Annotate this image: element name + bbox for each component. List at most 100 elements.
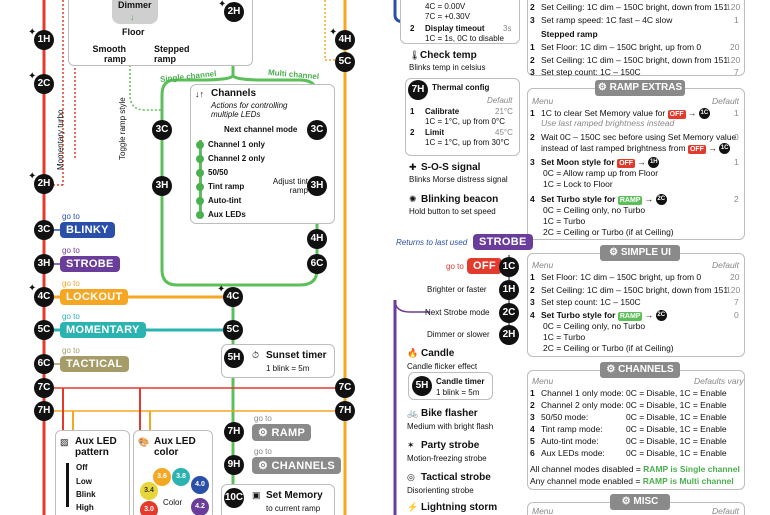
node-5c-right[interactable]: 5C (335, 52, 355, 72)
blinky-button[interactable]: BLINKY (60, 222, 115, 238)
voltage-row: 4C = 0.00V (425, 2, 466, 11)
node-2h-left[interactable]: 2H (34, 174, 54, 194)
node-7c-left[interactable]: 7C (34, 378, 54, 398)
menu-col-label: Menu (532, 376, 554, 386)
node-6c-tactical[interactable]: 6C (34, 354, 54, 374)
config-row-val: 0 (734, 132, 739, 142)
bike-title: Bike flasher (421, 408, 478, 419)
node-2c-strobe[interactable]: 2C (499, 303, 519, 323)
config-row-text: Set Ceiling: 1C dim – 150C bright, down … (541, 55, 729, 65)
node-10c-center[interactable]: 10C (224, 488, 244, 508)
beacon-detail: Hold button to set speed (409, 207, 496, 216)
off-button[interactable]: OFF (467, 258, 502, 274)
config-row-num: 3 (530, 15, 535, 25)
toggle-ramp-style-label: Toggle ramp style (118, 97, 127, 160)
node-7c-right[interactable]: 7C (335, 378, 355, 398)
node-5h-center[interactable]: 5H (224, 348, 244, 368)
strobe-button[interactable]: STROBE (60, 256, 120, 272)
node-6c-channels[interactable]: 6C (307, 254, 327, 274)
stepped-ramp-label: Stepped ramp (154, 44, 190, 64)
node-2h-strobe[interactable]: 2H (499, 325, 519, 345)
node-1c-strobe[interactable]: 1C (499, 257, 519, 277)
config-row-text: Channel 2 only mode: (541, 400, 624, 410)
brighter-label: Brighter or faster (427, 285, 487, 294)
config-row-num: 3 (530, 297, 535, 307)
config-row-val: 7 (734, 297, 739, 307)
node-2h-top[interactable]: 2H (224, 2, 244, 22)
node-4c-center[interactable]: 4C (223, 287, 243, 307)
node-3c-channels[interactable]: 3C (307, 120, 327, 140)
party-title: Party strobe (421, 440, 480, 451)
ramp-shape (112, 0, 158, 24)
node-7h-thermal[interactable]: 7H (408, 80, 428, 100)
node-4h-right[interactable]: 4H (335, 30, 355, 50)
node-3c-toggle[interactable]: 3C (152, 120, 172, 140)
goto-label: go to (62, 312, 80, 321)
goto-label: go to (62, 212, 80, 221)
party-detail: Motion-freezing strobe (407, 454, 487, 463)
config-row-val: 1 (734, 157, 739, 167)
color-swatch: 3.4 (140, 482, 158, 500)
strobe-mode-button[interactable]: STROBE (473, 234, 533, 250)
goto-label: go to (254, 414, 272, 423)
node-2c[interactable]: 2C (34, 74, 54, 94)
lockout-button[interactable]: LOCKOUT (60, 289, 129, 305)
sos-detail: Blinks Morse distress signal (409, 175, 508, 184)
node-1h[interactable]: 1H (34, 30, 54, 50)
channels-title: Channels (211, 88, 257, 99)
config-row-val: 2 (734, 194, 739, 204)
defaults-vary-label: Defaults vary (694, 376, 744, 386)
node-9h-center[interactable]: 9H (224, 455, 244, 475)
channel-item: 50/50 (208, 168, 229, 177)
config-row-val: 120 (726, 55, 741, 65)
channel-dot (196, 197, 204, 205)
node-badge: 1C (719, 143, 731, 155)
node-7h-right[interactable]: 7H (335, 401, 355, 421)
node-5c-momentary[interactable]: 5C (34, 320, 54, 340)
node-3h-toggle[interactable]: 3H (152, 176, 172, 196)
node-1h-strobe[interactable]: 1H (499, 280, 519, 300)
config-row-val: 0C = Disable, 1C = Enable (626, 448, 727, 458)
channels-button[interactable]: ⚙ CHANNELS (252, 457, 342, 474)
sos-icon: ✚ (409, 162, 417, 172)
ramp-button[interactable]: ⚙ RAMP (252, 424, 312, 441)
extras-row-sub: Use last ramped brightness instead (541, 118, 675, 128)
node-3h-strobe[interactable]: 3H (34, 254, 54, 274)
extras-row: instead of last ramped brightness from O… (541, 143, 731, 155)
voltage-box (400, 0, 520, 44)
display-timeout-detail: 1C = 1s, 0C to disable (425, 34, 504, 43)
ramp-config-box (527, 0, 745, 76)
tactical-button[interactable]: TACTICAL (60, 356, 129, 372)
config-row-text: Set Ceiling: 1C dim – 150C bright, down … (541, 285, 729, 295)
config-row-val: 0C = Disable, 1C = Enable (626, 436, 727, 446)
config-row-num: 4 (530, 424, 535, 434)
node-4h-channels[interactable]: 4H (307, 229, 327, 249)
color-swatch: 3.0 (140, 501, 158, 515)
node-7h-left[interactable]: 7H (34, 401, 54, 421)
sunset-timer-title: Sunset timer (266, 350, 327, 361)
node-3h-channels[interactable]: 3H (307, 176, 327, 196)
extras-row: Set Moon style for OFF → 1H (541, 157, 660, 169)
party-icon: ✶ (407, 440, 415, 450)
goto-label: go to (62, 346, 80, 355)
node-badge: 2C (655, 310, 667, 322)
ramp-extras-header: ⚙ RAMP EXTRAS (595, 80, 685, 96)
node-3c-blinky[interactable]: 3C (34, 220, 54, 240)
extras-row-sub: 1C = Turbo (543, 216, 586, 226)
check-temp-detail: Blinks temp in celsius (409, 63, 486, 72)
bike-detail: Medium with bright flash (407, 422, 494, 431)
node-5h-candle[interactable]: 5H (412, 376, 432, 396)
node-5c-center[interactable]: 5C (223, 320, 243, 340)
lightning-icon: ⚡ (407, 502, 419, 512)
channel-dot (196, 211, 204, 219)
momentary-button[interactable]: MOMENTARY (60, 322, 146, 338)
config-row-val: 20 (730, 272, 740, 282)
config-row-text: 50/50 mode: (541, 412, 589, 422)
node-badge: 1H (648, 157, 660, 169)
channel-item: Tint ramp (208, 182, 245, 191)
config-row-text: Channel 1 only mode: (541, 388, 624, 398)
node-7h-center[interactable]: 7H (224, 422, 244, 442)
node-4c-lockout[interactable]: 4C (34, 287, 54, 307)
smooth-ramp-label: Smooth ramp (92, 44, 127, 64)
beacon-title: Blinking beacon (421, 194, 499, 205)
